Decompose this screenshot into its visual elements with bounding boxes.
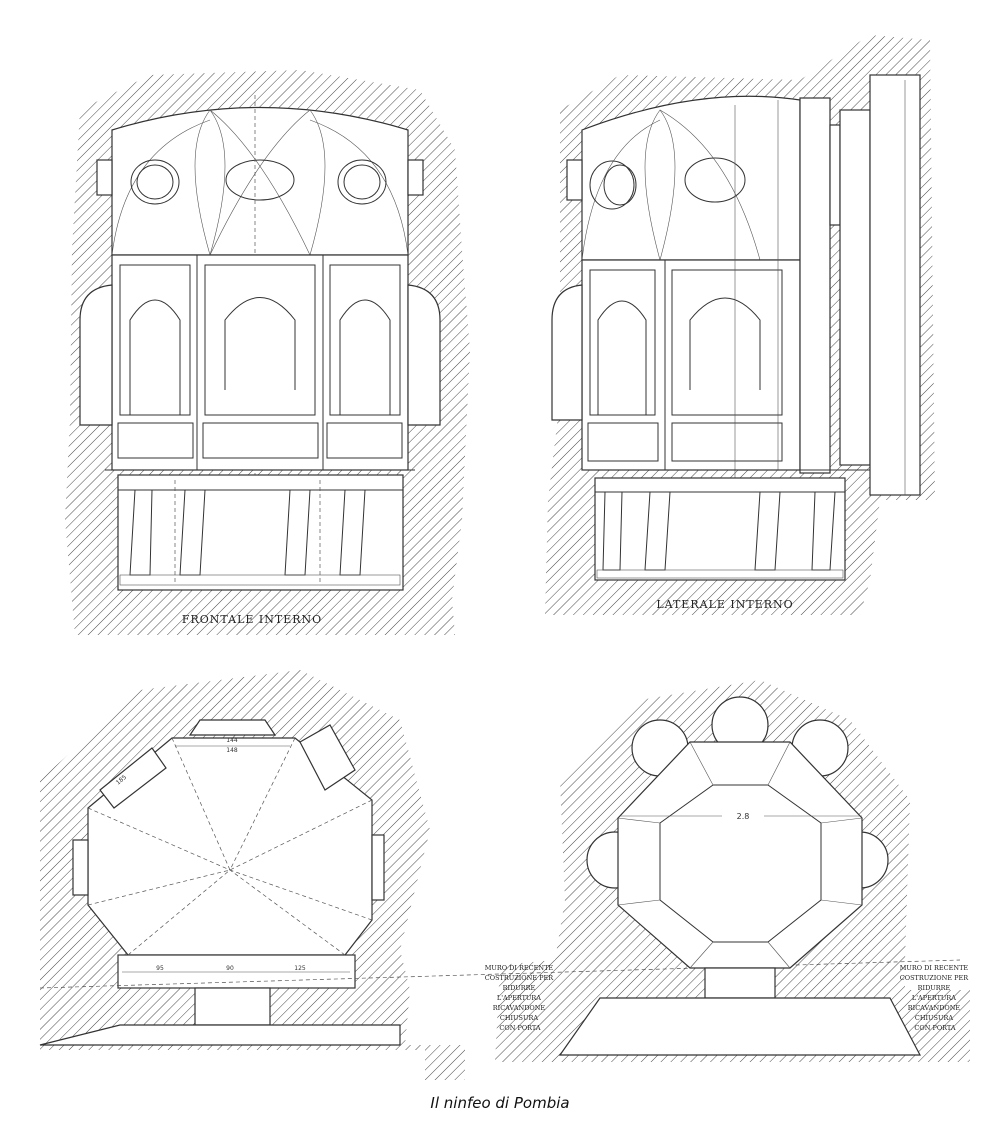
dim-125: 125 xyxy=(294,965,306,972)
left-plan: 144 148 95 90 125 185 xyxy=(39,670,961,1080)
dim-144: 144 xyxy=(226,737,238,744)
side-elevation-label: LATERALE INTERNO xyxy=(656,598,793,611)
dimension-label: 2.8 xyxy=(737,812,750,821)
dim-95: 95 xyxy=(156,965,164,972)
right-plan: 2.8 MURO DI RECENTE COSTRUZIONE PER RIDU… xyxy=(485,680,970,1062)
dim-90: 90 xyxy=(226,965,234,972)
wall-note-right: MURO DI RECENTE COSTRUZIONE PER RIDURRE … xyxy=(900,964,970,1032)
side-elevation: LATERALE INTERNO xyxy=(545,35,935,615)
front-elevation-label: FRONTALE INTERNO xyxy=(182,613,322,626)
front-elevation: FRONTALE INTERNO xyxy=(65,70,470,635)
architectural-drawing: FRONTALE INTERNO xyxy=(39,35,970,1080)
wall-note-left: MURO DI RECENTE COSTRUZIONE PER RIDURRE … xyxy=(485,964,555,1032)
figure-caption: Il ninfeo di Pombia xyxy=(430,1094,570,1112)
dim-148: 148 xyxy=(226,747,238,754)
